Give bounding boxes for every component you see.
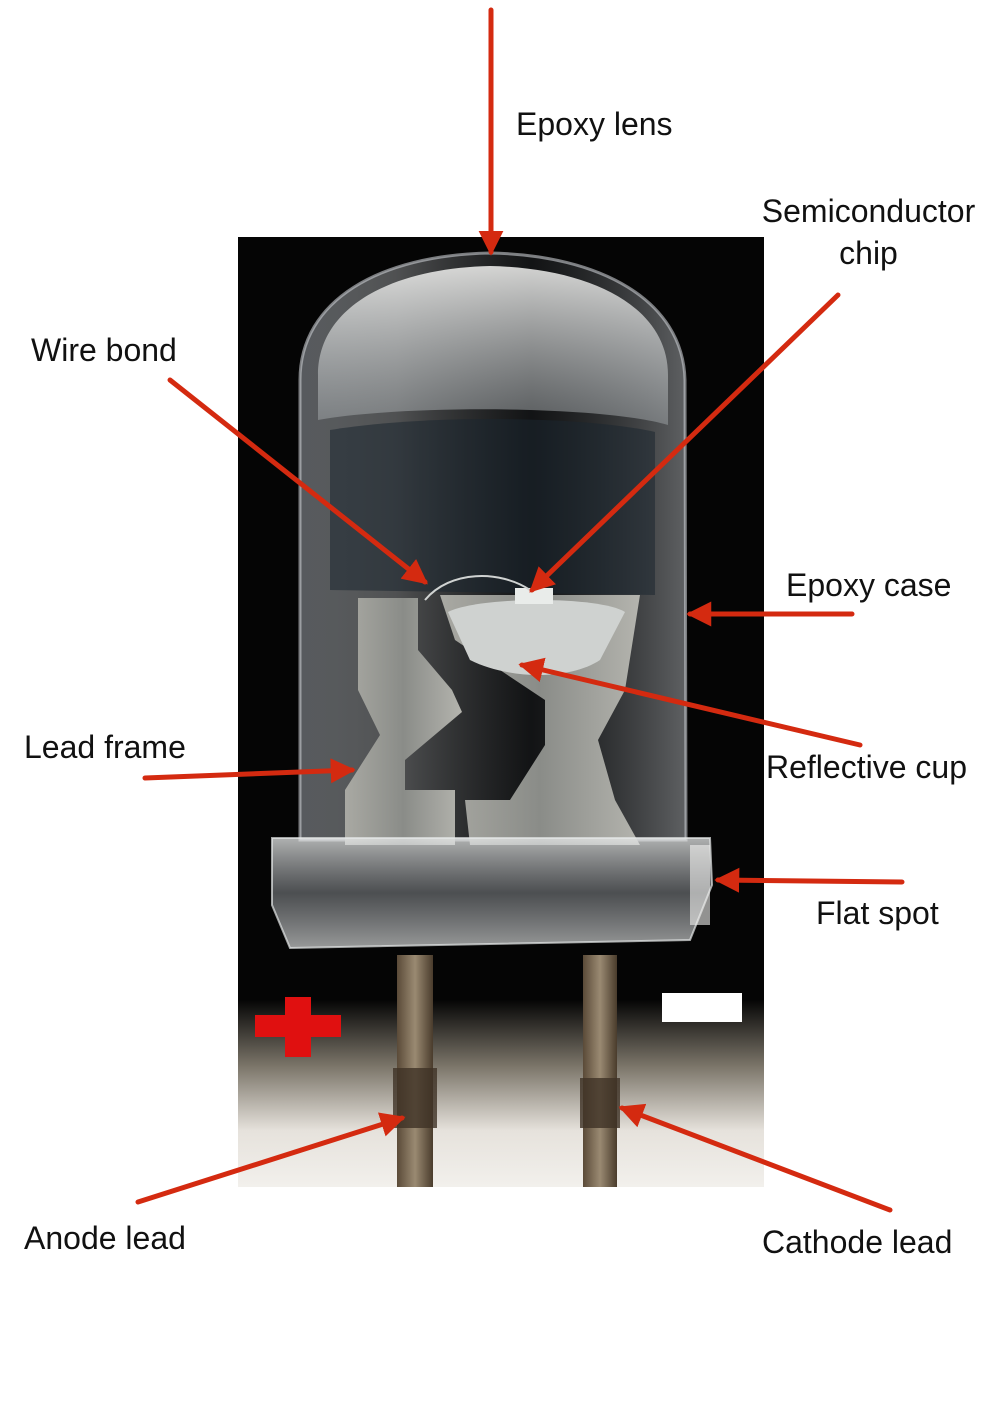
epoxy-interior [330,418,655,595]
label-lead-frame: Lead frame [24,729,186,765]
label-semiconductor-chip-line1: Semiconductor [761,193,976,229]
wire-bond [424,575,531,601]
label-wire-bond: Wire bond [31,332,177,368]
arrow-flat-spot [714,867,905,893]
cathode-lead [583,955,617,1187]
arrow-wire-bond [167,377,428,585]
led-photo [238,237,764,1187]
plus-sign-icon [255,997,341,1057]
label-semiconductor-chip-line2: chip [839,235,898,271]
epoxy-flange [271,837,714,950]
arrow-reflective-cup [518,657,863,748]
lead-frame-anode [345,598,462,845]
label-flat-spot: Flat spot [816,895,939,931]
arrow-anode-lead [135,1112,406,1205]
arrow-cathode-lead [618,1103,893,1213]
flat-spot-edge [690,845,710,925]
label-epoxy-lens: Epoxy lens [516,106,673,142]
label-cathode-lead: Cathode lead [762,1224,953,1260]
arrow-lead-frame [142,758,356,784]
arrow-semiconductor-chip [529,292,841,593]
minus-sign-icon [662,993,742,1022]
label-reflective-cup: Reflective cup [766,749,967,785]
epoxy-lens-cap [318,266,668,425]
cathode-lead-crimp [580,1078,620,1128]
annotation-arrows [135,7,905,1213]
reflective-cup [448,600,625,675]
label-anode-lead: Anode lead [24,1220,186,1256]
label-epoxy-case: Epoxy case [786,567,952,603]
